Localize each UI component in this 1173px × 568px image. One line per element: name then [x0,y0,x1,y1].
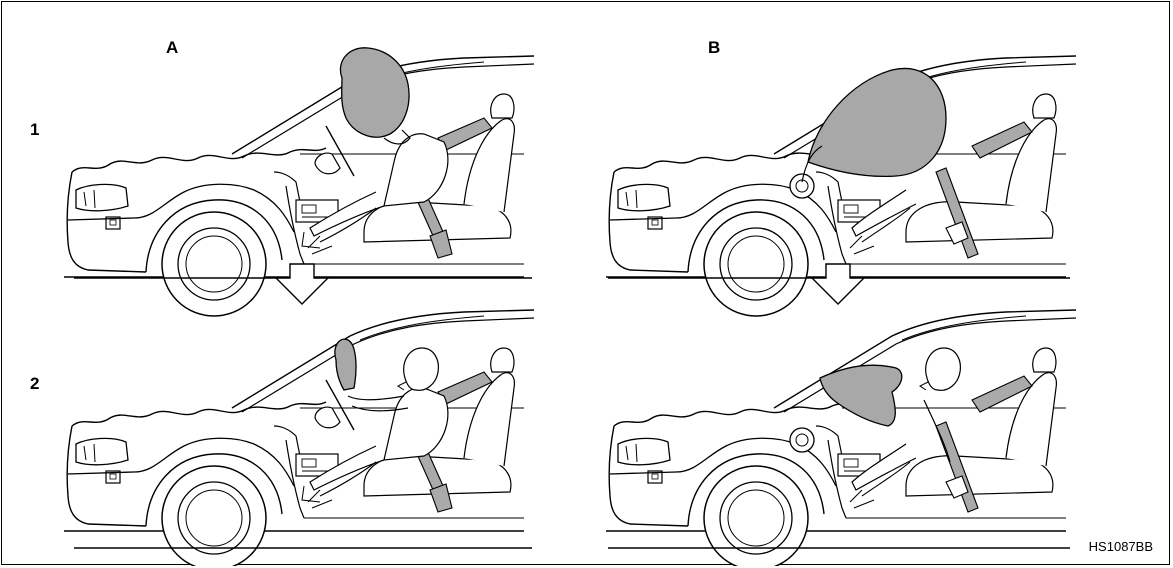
down-arrow-icon [275,263,329,305]
panel-b2-passenger-deflated [605,309,1077,566]
panel-b1-passenger-inflated [605,55,1077,317]
figure-code: HS1087BB [1086,539,1155,554]
panel-a2-driver-deflated [63,309,535,566]
passenger-airbag-icon [807,67,947,178]
column-label-b: B [708,38,721,57]
column-label-a: A [166,38,179,57]
down-arrow-icon [811,263,865,305]
driver-airbag-icon [339,47,410,138]
driver-airbag-deflating-icon [334,338,357,391]
panel-a1-driver-inflated [63,47,535,317]
passenger-airbag-deflating-icon [819,364,903,427]
row-label-2: 2 [30,374,40,393]
row-label-1: 1 [30,120,40,139]
